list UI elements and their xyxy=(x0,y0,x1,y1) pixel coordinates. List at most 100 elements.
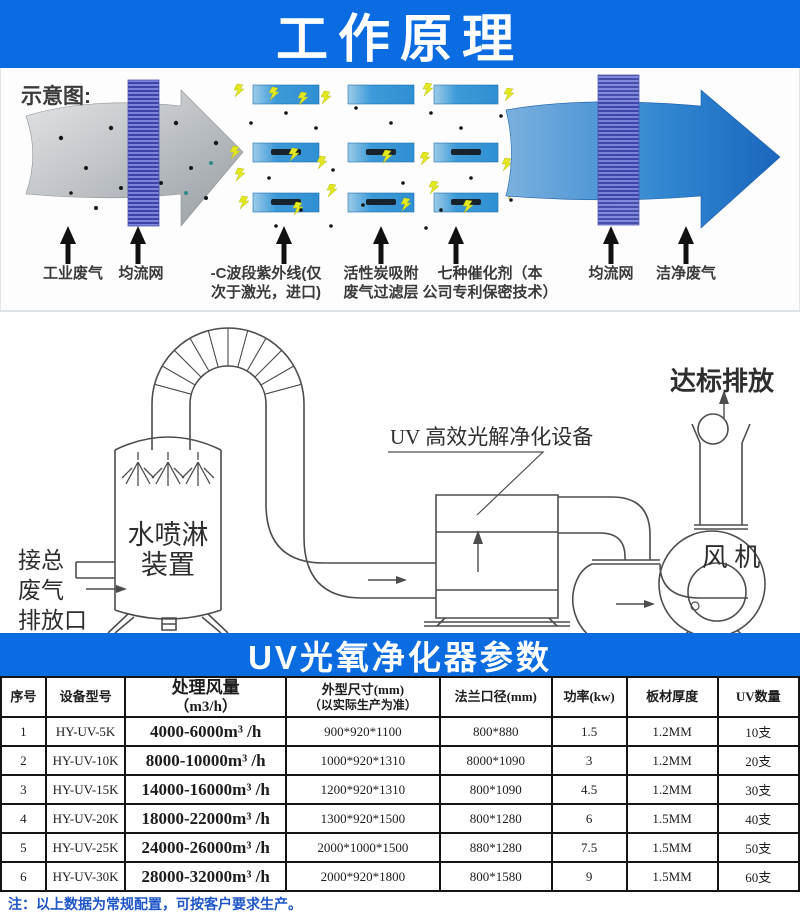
inlet-pipe xyxy=(75,561,115,579)
spray-tank xyxy=(114,436,222,620)
cell-no: 5 xyxy=(0,832,47,864)
cell-thickness: 1.2MM xyxy=(625,745,719,777)
stage-label-carbon: 活性炭吸附废气过滤层 xyxy=(343,265,419,301)
cell-size: 900*920*1100 xyxy=(284,716,441,748)
u-duct-fins xyxy=(154,328,302,395)
uv-unit-box xyxy=(435,494,559,619)
uv-params-table: 序号 设备型号 处理风量（m3/h） 外型尺寸(mm)（以实际生产为准） 法兰口… xyxy=(0,675,800,893)
stack-cap-ball xyxy=(697,413,729,445)
spray-device-label-1: 水喷淋 xyxy=(128,520,209,550)
cell-model: HY-UV-25K xyxy=(44,832,127,864)
footnote-text: 注：以上数据为常规配置，可按客户要求生产。 xyxy=(8,896,302,913)
cell-uvqty: 30支 xyxy=(716,774,800,806)
cell-model: HY-UV-5K xyxy=(44,716,127,748)
uv-unit-label: UV 高效光解净化设备 xyxy=(390,425,593,449)
schematic-caption: 示意图: xyxy=(21,85,91,108)
stack-pipe xyxy=(694,443,748,530)
cell-flange: 8000*1090 xyxy=(438,745,553,777)
cell-power: 3 xyxy=(550,745,628,777)
col-header-no: 序号 xyxy=(0,675,47,719)
col-header-flange: 法兰口径(mm) xyxy=(438,675,553,719)
cell-flange: 800*1090 xyxy=(438,774,553,806)
uv-unit-base xyxy=(424,617,570,627)
inlet-label-2: 废气 xyxy=(18,578,64,603)
flow-equalizing-mesh-2 xyxy=(597,74,640,226)
cell-thickness: 1.2MM xyxy=(625,716,719,748)
cell-airflow: 8000-10000m³ /h xyxy=(124,745,287,777)
cell-size: 2000*1000*1500 xyxy=(284,832,441,864)
cell-thickness: 1.5MM xyxy=(625,803,719,835)
working-principle-banner: 工作原理 xyxy=(0,0,800,69)
inlet-label-1: 接总 xyxy=(18,548,64,573)
page-title: 工作原理 xyxy=(275,10,524,69)
clean-gas-arrow xyxy=(505,89,781,229)
cell-power: 7.5 xyxy=(550,832,628,864)
stage-label-clean-gas: 洁净废气 xyxy=(655,265,717,282)
cell-uvqty: 20支 xyxy=(716,745,800,777)
col-header-airflow: 处理风量（m3/h） xyxy=(124,675,287,719)
header-row: 序号 设备型号 处理风量（m3/h） 外型尺寸(mm)（以实际生产为准） 法兰口… xyxy=(0,675,800,719)
cell-airflow: 24000-26000m³ /h xyxy=(124,832,287,864)
col-header-uvqty: UV数量 xyxy=(716,675,800,719)
cell-airflow: 18000-22000m³ /h xyxy=(124,803,287,835)
fan-stand xyxy=(685,629,742,633)
cell-airflow: 4000-6000m³ /h xyxy=(124,716,287,748)
flow-schematic-graphic xyxy=(25,74,781,264)
tank-drain xyxy=(161,617,177,631)
cell-thickness: 1.2MM xyxy=(625,774,719,806)
cell-model: HY-UV-20K xyxy=(44,803,127,835)
fan-scroll xyxy=(658,530,766,633)
params-title: UV光氧净化器参数 xyxy=(248,638,552,676)
arrowheads xyxy=(116,390,729,608)
cell-uvqty: 50支 xyxy=(716,832,800,864)
u-duct-inner xyxy=(189,365,436,564)
stack-cap xyxy=(691,423,751,444)
cell-uvqty: 40支 xyxy=(716,803,800,835)
col-header-size: 外型尺寸(mm)（以实际生产为准） xyxy=(284,675,441,719)
cell-airflow: 14000-16000m³ /h xyxy=(124,774,287,806)
s-duct xyxy=(558,496,748,633)
cell-uvqty: 10支 xyxy=(716,716,800,748)
tank-legs xyxy=(107,613,229,633)
col-header-power: 功率(kw) xyxy=(550,675,628,719)
footnote: 注：以上数据为常规配置，可按客户要求生产。 xyxy=(0,892,800,916)
cell-airflow: 28000-32000m³ /h xyxy=(124,861,287,893)
inlet-label-3: 排放口 xyxy=(18,608,87,633)
cell-no: 1 xyxy=(0,716,47,748)
stage-label-catalyst: 七种催化剂（本公司专利保密技术） xyxy=(422,265,558,301)
table-row: 5 HY-UV-25K 24000-26000m³ /h 2000*1000*1… xyxy=(0,832,800,864)
cell-size: 2000*920*1800 xyxy=(284,861,441,893)
cell-size: 1300*920*1500 xyxy=(284,803,441,835)
cell-no: 3 xyxy=(0,774,47,806)
params-banner: UV光氧净化器参数 xyxy=(0,633,800,676)
stage-label-mesh-1: 均流网 xyxy=(118,265,164,282)
cell-model: HY-UV-15K xyxy=(44,774,127,806)
cell-no: 2 xyxy=(0,745,47,777)
cell-model: HY-UV-10K xyxy=(44,745,127,777)
cell-power: 6 xyxy=(550,803,628,835)
cell-power: 9 xyxy=(550,861,628,893)
fan-label: 风 机 xyxy=(702,543,761,572)
u-duct-outer xyxy=(151,327,436,599)
cell-model: HY-UV-30K xyxy=(44,861,127,893)
cell-power: 1.5 xyxy=(550,716,628,748)
cell-flange: 800*880 xyxy=(438,716,553,748)
stage-label-mesh-2: 均流网 xyxy=(588,265,634,282)
table-row: 4 HY-UV-20K 18000-22000m³ /h 1300*920*15… xyxy=(0,803,800,835)
cell-flange: 880*1280 xyxy=(438,832,553,864)
cell-no: 6 xyxy=(0,861,47,893)
cell-flange: 800*1280 xyxy=(438,803,553,835)
fan-inlet xyxy=(687,562,747,622)
table-row: 6 HY-UV-30K 28000-32000m³ /h 2000*920*18… xyxy=(0,861,800,893)
col-header-thickness: 板材厚度 xyxy=(625,675,719,719)
table-row: 3 HY-UV-15K 14000-16000m³ /h 1200*920*13… xyxy=(0,774,800,806)
equipment-line-drawing: 水喷淋 装置 接总 废气 排放口 UV 高效光解净化设备 达标排放 风 机 xyxy=(18,327,775,633)
cell-size: 1200*920*1310 xyxy=(284,774,441,806)
equipment-drawing-section: 水喷淋 装置 接总 废气 排放口 UV 高效光解净化设备 达标排放 风 机 xyxy=(0,312,800,633)
table-row: 1 HY-UV-5K 4000-6000m³ /h 900*920*1100 8… xyxy=(0,716,800,748)
stage-label-industrial-gas: 工业废气 xyxy=(42,265,104,282)
sprinkler-nozzles xyxy=(121,452,215,486)
table-row: 2 HY-UV-10K 8000-10000m³ /h 1000*920*131… xyxy=(0,745,800,777)
schematic-section: 示意图: 工业废气 均流网 -C波段紫外线(仅次于激光，进口) 活性炭吸附废气过… xyxy=(0,68,800,312)
cell-thickness: 1.5MM xyxy=(625,861,719,893)
